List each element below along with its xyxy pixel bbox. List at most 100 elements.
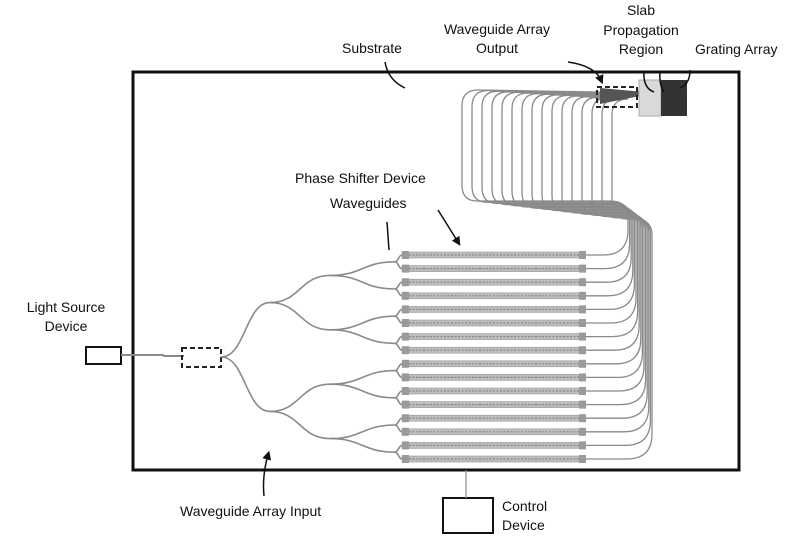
electrode-pad [579,278,586,287]
electrode-pad [402,305,409,314]
electrode-pad [579,305,586,314]
electrode-pad [402,427,409,436]
splitter-branch [394,288,403,297]
splitter-branch [394,424,403,433]
splitter-branch [394,342,403,351]
routing-waveguide [561,95,645,392]
grating-leader [679,69,691,89]
splitter-branch [329,261,396,277]
waveguide-array-input-label: Waveguide Array Input [180,503,321,519]
substrate-leader [384,61,406,89]
phase-shifter [401,373,586,382]
splitter-branch [394,451,403,460]
splitter-branch [394,390,403,399]
phase-shifter [401,251,586,259]
phase-shifter-array [401,251,586,463]
substrate-label: Substrate [342,40,402,56]
electrode-pad [579,291,586,300]
splitter-branch [329,383,396,399]
light-source-device-box [85,346,122,365]
electrode-pad [579,251,586,259]
routing-waveguide [586,97,652,447]
control-device-box [442,497,494,534]
waveguide-array-output-label-2: Output [476,40,518,56]
electrode-pad [579,441,586,450]
electrode-pad [402,359,409,368]
splitter-branch [269,274,331,304]
electrode-pad [402,251,409,259]
routing-waveguide [541,94,642,365]
electrode-pad [579,264,586,273]
splitter-branch [329,329,396,345]
slab-label-1: Slab [627,2,655,18]
grating-array-label: Grating Array [695,41,777,57]
electrode-pad [402,264,409,273]
slab-label-3: Region [619,41,663,57]
splitter-branch [269,410,331,440]
phase-shifter [401,427,586,436]
routing-waveguide [511,92,637,324]
routing-waveguide [521,92,639,338]
routing-waveguide [501,91,636,311]
routing-waveguide [481,90,632,283]
electrode-pad [402,400,409,409]
slab-leader-1 [643,71,655,93]
electrode-pad [579,455,586,463]
control-device-label-1: Control [502,498,547,514]
waveguide-array-output-label-1: Waveguide Array [444,21,550,37]
waveguide-array-input-leader [262,450,272,497]
splitter-branch [394,335,403,345]
phase-shifter-leader [437,209,461,246]
electrode-pad [402,319,409,327]
phase-shifter [401,319,586,327]
waveguide-array-output-box [596,86,638,108]
phase-shifter [401,332,586,341]
electrode-pad [579,332,586,341]
electrode-pad [402,373,409,382]
splitter-branch [394,397,403,406]
electrode-pad [402,332,409,341]
splitter-branch [394,308,403,317]
routing-waveguide [471,89,631,270]
splitter-branch [329,274,396,290]
routing-waveguide [461,89,629,256]
routing-waveguide [491,91,634,297]
splitter-branch [394,281,403,290]
splitter-branch [394,363,403,372]
electrode-pad [579,427,586,436]
electrode-pad [402,278,409,287]
splitter-branch [329,315,396,331]
electrode-pad [579,414,586,423]
splitter-branch [220,356,271,413]
substrate-boundary [131,70,741,472]
slab-label-2: Propagation [603,22,679,38]
phase-shifter [401,400,586,409]
splitter-branch [329,369,396,385]
light-source-label-1: Light Source [27,299,106,315]
splitter-branch [329,424,396,440]
phase-shifter [401,305,586,314]
splitter-branch [394,254,403,263]
electrode-pad [402,455,409,463]
electrode-pad [579,319,586,327]
waveguides-leader [386,221,390,251]
splitter-branch [394,417,403,426]
electrode-pad [402,346,409,355]
waveguide-array-input-box [181,347,222,368]
electrode-pad [579,373,586,382]
phase-shifter [401,264,586,273]
electrode-pad [579,359,586,368]
electrode-pad [402,414,409,423]
splitter-branch [394,261,403,270]
phase-shifter [401,278,586,287]
grating-array [661,80,687,116]
splitter-branch [269,383,331,413]
splitter-branch [394,315,403,324]
control-device-label-2: Device [502,517,545,533]
phase-shifter [401,387,586,395]
electrode-pad [579,387,586,395]
light-source-label-2: Device [45,318,88,334]
phase-shifter [401,414,586,423]
waveguide-array-output-leader [567,61,604,85]
